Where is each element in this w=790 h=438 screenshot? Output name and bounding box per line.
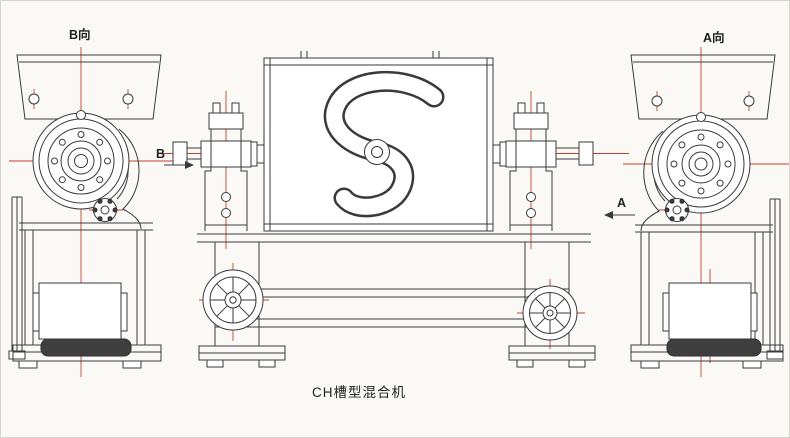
left-end-view <box>8 47 173 377</box>
section-arrow-b: B <box>156 147 194 169</box>
view-b-label: B向 <box>69 27 91 42</box>
section-arrow-b-label: B <box>156 147 165 161</box>
view-a-label: A向 <box>703 30 725 45</box>
front-view <box>159 51 629 368</box>
right-arrow-icon <box>185 161 194 169</box>
right-end-view <box>623 47 789 377</box>
caption: CH槽型混合机 <box>312 385 406 400</box>
section-arrow-a: A <box>604 196 635 219</box>
section-arrow-a-label: A <box>617 196 626 210</box>
left-arrow-icon <box>604 211 613 219</box>
